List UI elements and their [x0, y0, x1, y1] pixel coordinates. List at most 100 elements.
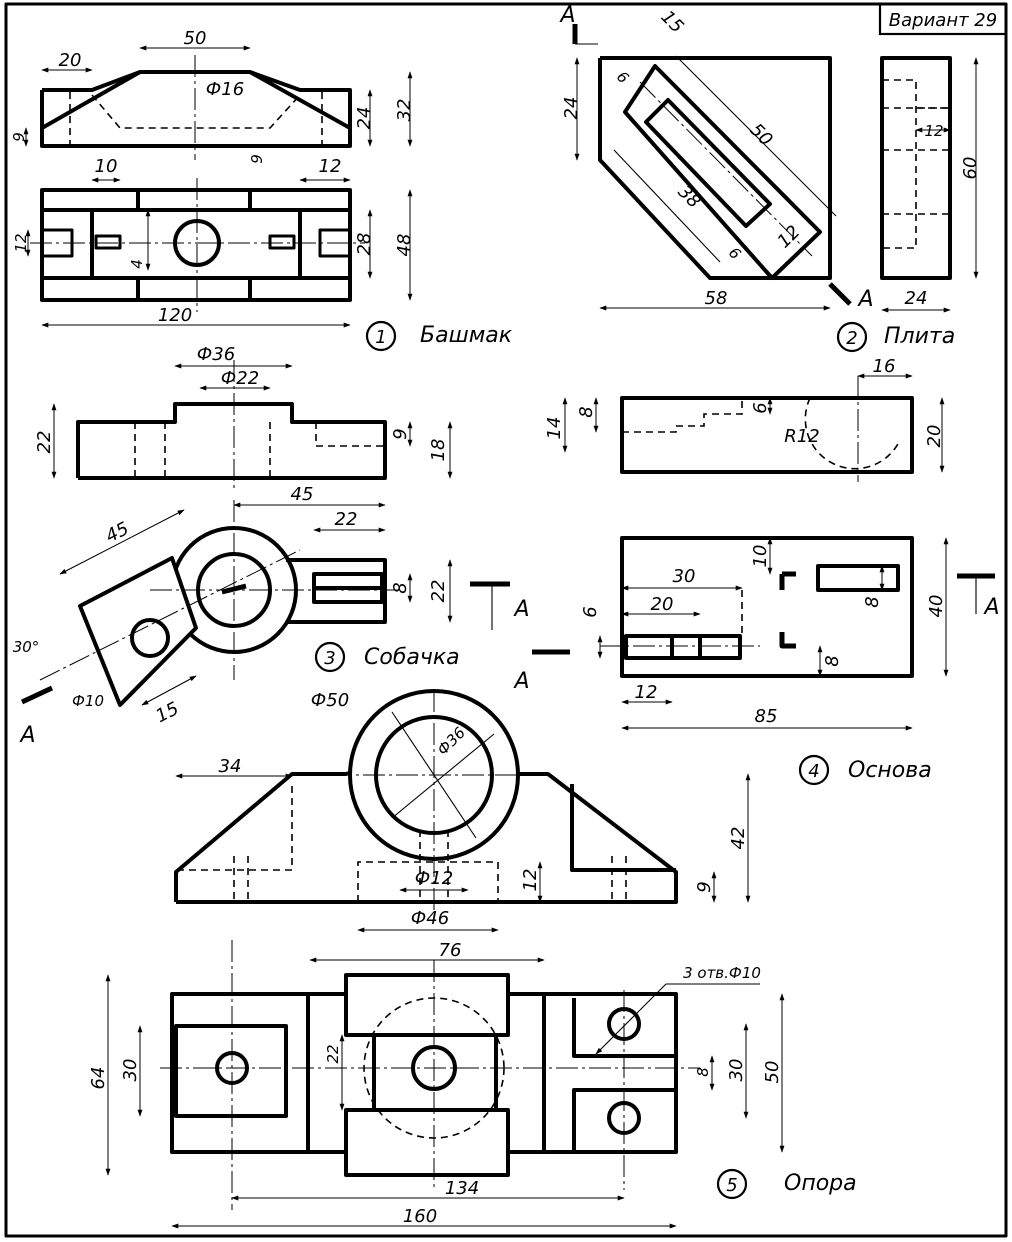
p1-dim-48: 48	[394, 234, 415, 257]
p5-dim-8: 8	[694, 1067, 712, 1077]
p3-section-mark-a-left: A	[18, 723, 35, 748]
p4-dim-8c: 8	[822, 655, 843, 666]
p3-dim-45a: 45	[291, 484, 314, 505]
p3-dim-45b: 45	[102, 518, 132, 547]
p2-dim-60: 60	[960, 157, 981, 180]
p4-dim-30: 30	[673, 566, 696, 587]
p1-dim-10: 10	[95, 156, 118, 177]
p2-dim-50: 50	[746, 119, 777, 150]
part-1-number: 1	[375, 327, 386, 348]
p3-dim-22c: 22	[428, 580, 449, 603]
part-5-name: Опора	[784, 1171, 857, 1196]
p1-dim-120: 120	[158, 305, 192, 326]
p1-dim-24: 24	[354, 107, 375, 130]
p4-dim-12: 12	[635, 682, 658, 703]
p5-dim-30a: 30	[120, 1059, 141, 1082]
p1-dim-d16: Ф16	[206, 79, 244, 100]
p3-dim-22a: 22	[34, 431, 55, 454]
part-3-number: 3	[324, 648, 335, 669]
p4-dim-85: 85	[755, 706, 778, 727]
p4-dim-8a: 8	[576, 406, 597, 417]
p5-dim-d12: Ф12	[415, 868, 453, 889]
p4-dim-14: 14	[544, 417, 565, 440]
part-1-number-circle	[365, 320, 397, 352]
p2-dim-38: 38	[674, 181, 705, 212]
p2-dim-6b: 6	[725, 244, 744, 263]
p4-dim-10: 10	[750, 545, 771, 568]
sheet-frame	[4, 2, 1008, 1238]
p2-dim-15: 15	[657, 6, 688, 37]
p4-dim-6a: 6	[750, 402, 771, 413]
p1-dim-12b: 12	[12, 233, 30, 252]
p5-dim-d50: Ф50	[311, 690, 349, 711]
p5-dim-d46: Ф46	[411, 908, 449, 929]
p3-dim-9: 9	[390, 428, 411, 439]
p1-dim-50: 50	[184, 28, 207, 49]
part-4-name: Основа	[848, 758, 932, 783]
p3-dim-30deg: 30°	[13, 638, 40, 656]
part-1-drawing	[23, 45, 413, 328]
p5-dim-3-holes: 3 отв.Ф10	[683, 964, 761, 982]
variant-box	[878, 2, 1008, 36]
p2-section-mark-a-bottom: A	[856, 287, 873, 312]
p1-dim-4: 4	[128, 259, 146, 269]
p5-dim-50: 50	[762, 1061, 783, 1084]
p1-dim-28: 28	[354, 233, 375, 256]
p4-dim-16: 16	[873, 356, 896, 377]
part-4-drawing	[532, 373, 995, 731]
p2-dim-24b: 24	[905, 288, 928, 309]
p5-dim-64: 64	[88, 1067, 109, 1090]
p3-dim-d36: Ф36	[197, 344, 235, 365]
p4-dim-8b: 8	[862, 596, 883, 607]
p4-dim-r12: R12	[784, 426, 819, 447]
variant-label: Вариант 29	[889, 10, 997, 31]
p2-dim-12a: 12	[924, 122, 943, 140]
p5-dim-134: 134	[445, 1178, 479, 1199]
p3-dim-15: 15	[152, 698, 182, 727]
part-3-number-circle	[314, 641, 346, 673]
p5-dim-34: 34	[219, 756, 242, 777]
p4-dim-20: 20	[924, 425, 945, 448]
p5-dim-30b: 30	[726, 1059, 747, 1082]
part-2-number-circle	[836, 321, 868, 353]
p1-dim-9a: 9	[10, 132, 28, 142]
part-5-number: 5	[726, 1175, 737, 1196]
p4-dim-20b: 20	[651, 594, 674, 615]
part-3-name: Собачка	[364, 645, 460, 670]
p3-dim-18: 18	[428, 439, 449, 462]
part-4-number-circle	[798, 754, 830, 786]
p1-dim-20: 20	[59, 50, 82, 71]
part-4-number: 4	[808, 761, 819, 782]
p3-dim-8: 8	[390, 582, 411, 593]
p4-dim-40: 40	[926, 595, 947, 618]
p3-dim-d10: Ф10	[72, 692, 104, 710]
part-1-name: Башмак	[420, 323, 513, 348]
p4-section-mark-a-right: A	[982, 595, 999, 620]
p1-dim-12a: 12	[319, 156, 342, 177]
p3-dim-d22: Ф22	[221, 368, 259, 389]
part-5-drawing	[105, 689, 785, 1229]
part-2-drawing	[572, 24, 979, 313]
p5-dim-76: 76	[439, 940, 462, 961]
p2-dim-6a: 6	[613, 68, 632, 87]
p5-dim-9: 9	[694, 881, 715, 892]
p1-dim-32: 32	[394, 99, 415, 122]
p2-dim-12b: 12	[773, 221, 804, 252]
part-2-number: 2	[846, 328, 857, 349]
p3-dim-22b: 22	[335, 509, 358, 530]
p1-dim-9b: 9	[248, 154, 266, 164]
p2-dim-58: 58	[705, 288, 728, 309]
p5-dim-42: 42	[728, 827, 749, 850]
p5-dim-12: 12	[520, 869, 541, 892]
p4-section-mark-a-left: A	[512, 669, 529, 694]
part-2-name: Плита	[884, 324, 955, 349]
p2-dim-24: 24	[561, 97, 582, 120]
p3-section-mark-a-right: A	[512, 597, 529, 622]
p5-dim-160: 160	[403, 1206, 437, 1227]
p4-dim-6b: 6	[580, 606, 601, 617]
part-3-drawing	[20, 360, 510, 707]
p2-section-mark-a-top: A	[558, 3, 575, 28]
p5-dim-22: 22	[324, 1044, 342, 1063]
part-5-number-circle	[716, 1168, 748, 1200]
